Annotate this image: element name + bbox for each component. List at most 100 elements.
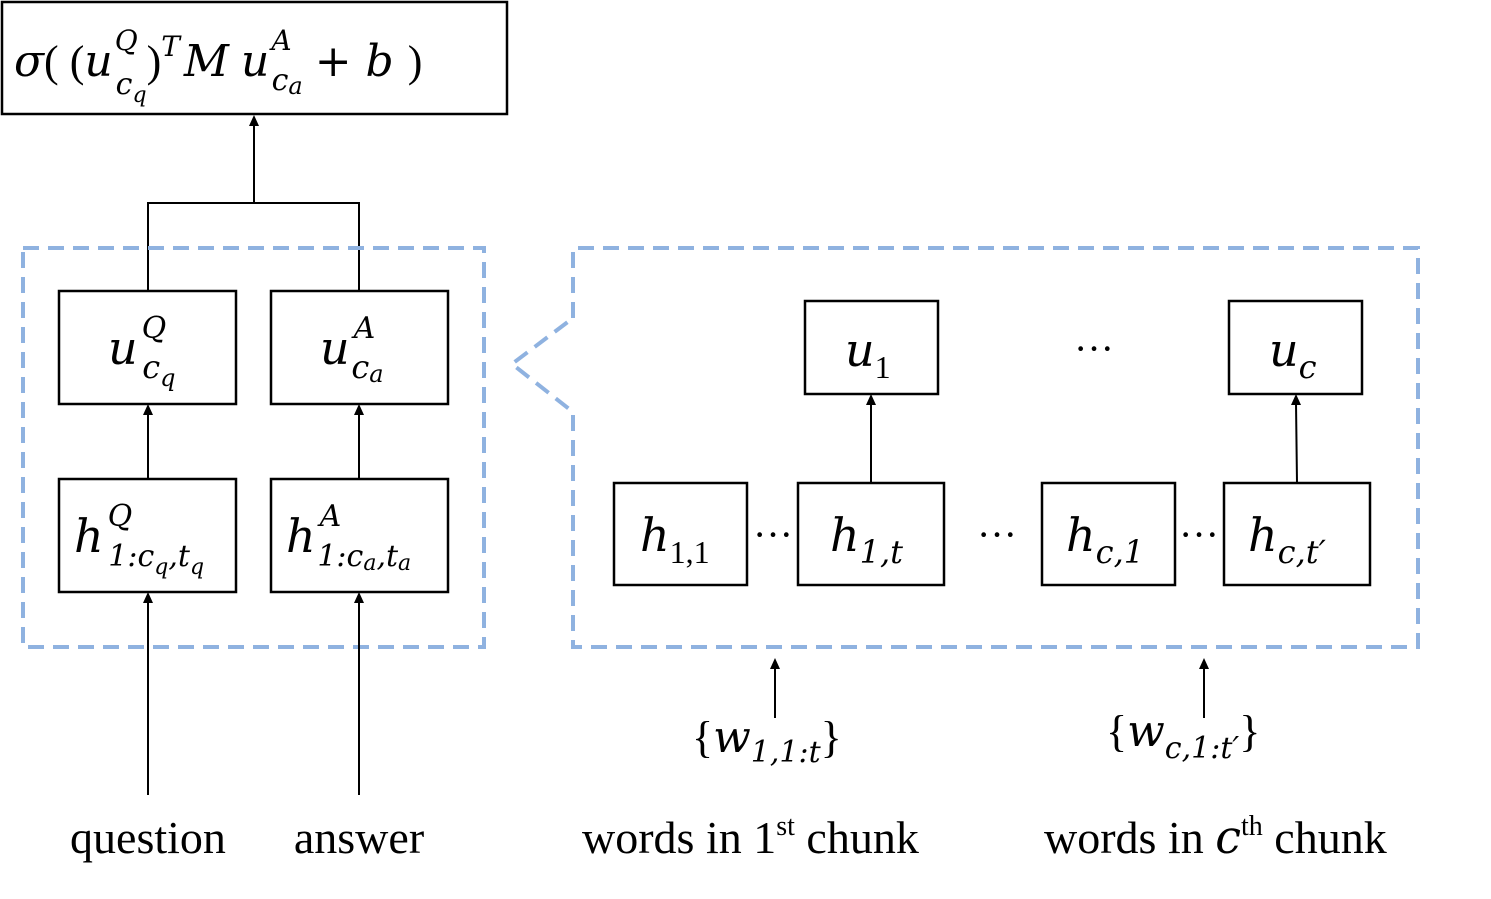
formula-box [0,0,509,116]
ua-sub: c [351,348,369,386]
hq-subsub2: q [190,555,204,580]
hct-to-uc-line [1295,402,1298,484]
ellipsis-b: ··· [977,512,1017,557]
formula-open: ( ( [44,37,84,86]
formula-close: ) [408,37,423,86]
ua-base: u [320,321,350,375]
hct-box [1222,481,1372,587]
left-dashed-border [21,246,486,649]
question-input-arrowhead [143,592,153,603]
uq-subsub: q [160,364,175,392]
h11-base: h [640,508,670,562]
u1-sub: 1 [875,349,891,385]
hc1-box [1040,481,1177,587]
formula-sup-q: Q [115,24,138,57]
ellipsis-c: ··· [1179,512,1219,557]
ha-box [269,477,450,594]
hq-sub2: ,t [168,539,191,574]
h11-label: h1,1 [640,508,710,570]
answer-input-arrowhead [354,592,364,603]
hc1-label: hc,1 [1066,508,1144,571]
w1-close: } [821,713,842,762]
uq-box [57,289,238,406]
wc-open: { [1106,707,1127,756]
formula-sub-cq: c [116,67,133,102]
chunk1-post: chunk [795,812,919,863]
h1t-sub: 1,t [860,533,904,571]
uc-box [1227,299,1364,396]
hct-base: h [1248,508,1278,562]
ua-subsub: a [369,360,383,388]
formula-m: M [183,36,230,87]
wc-label: {wc,1:t′} [1106,706,1260,766]
uc-base: u [1269,323,1299,377]
formula-sup-t: T [161,30,182,63]
w1-input-arrowhead [770,658,780,669]
w1-base: w [713,712,751,763]
h11-sub: 1,1 [670,534,710,570]
formula-sub-cq-q: q [132,83,146,108]
hq-to-uq-arrowhead [143,404,153,415]
hq-box [57,477,238,594]
wc-input-arrowhead [1199,658,1209,669]
ha-subsub: a [363,551,376,576]
chunkc-pre: words in [1044,812,1215,863]
top-ellipsis: ··· [1074,326,1114,371]
hct-to-uc-arrowhead [1291,394,1301,405]
hq-sub: 1:c [108,539,154,574]
wc-sub: c,1:t′ [1165,731,1240,766]
formula-connectors [147,115,360,290]
formula-sigma: σ [14,36,46,87]
uc-sub: c [1299,348,1317,386]
chunkc-sup: th [1241,811,1263,842]
hc1-sub: c,1 [1096,533,1144,571]
hct-sub: c,t′ [1278,533,1327,571]
formula-close-paren: ) [147,37,162,86]
ha-sub: 1:c [317,539,363,574]
chunkc-var: c [1215,810,1241,864]
hq-sup: Q [108,499,133,534]
ha-to-ua-arrowhead [354,404,364,415]
formula-u1: u [84,36,112,87]
ha-subsub2: a [398,551,411,576]
formula-sup-a: A [268,24,291,57]
h11-box [612,481,749,587]
hq-subsub: q [154,555,168,580]
uq-sup: Q [142,311,167,346]
chunk1-pre: words in 1 [582,812,776,863]
formula-u2: u [241,36,269,87]
chunk1-sup: st [776,811,795,842]
u1-label: u1 [845,323,891,385]
ha-sub2: ,t [376,539,399,574]
wc-close: } [1239,707,1260,756]
ua-box [269,289,450,406]
uq-base: u [108,321,138,375]
formula-arrowhead [249,115,259,126]
uq-sub: c [142,348,160,386]
chunkc-caption: words in cth chunk [1044,810,1387,864]
ellipsis-a: ··· [753,512,793,557]
right-chunk-panel: u1 ··· uc h1,1 ··· h1,t ··· hc,1 ··· hc,… [508,246,1420,864]
formula-sub-ca-a: a [288,72,302,100]
u1-base: u [845,323,875,377]
h1t-box [796,481,946,587]
chunk1-caption: words in 1st chunk [582,811,919,863]
u1-box [803,299,940,396]
uc-label: uc [1269,323,1317,386]
ua-sup: A [351,311,376,346]
ha-base: h [286,509,316,563]
formula-sub-ca: c [272,63,289,98]
right-dashed-callout [508,246,1420,649]
ha-sup: A [317,499,342,534]
h1t-base: h [830,508,860,562]
formula-plus-b: + b [315,36,394,87]
h1t-label: h1,t [830,508,903,571]
